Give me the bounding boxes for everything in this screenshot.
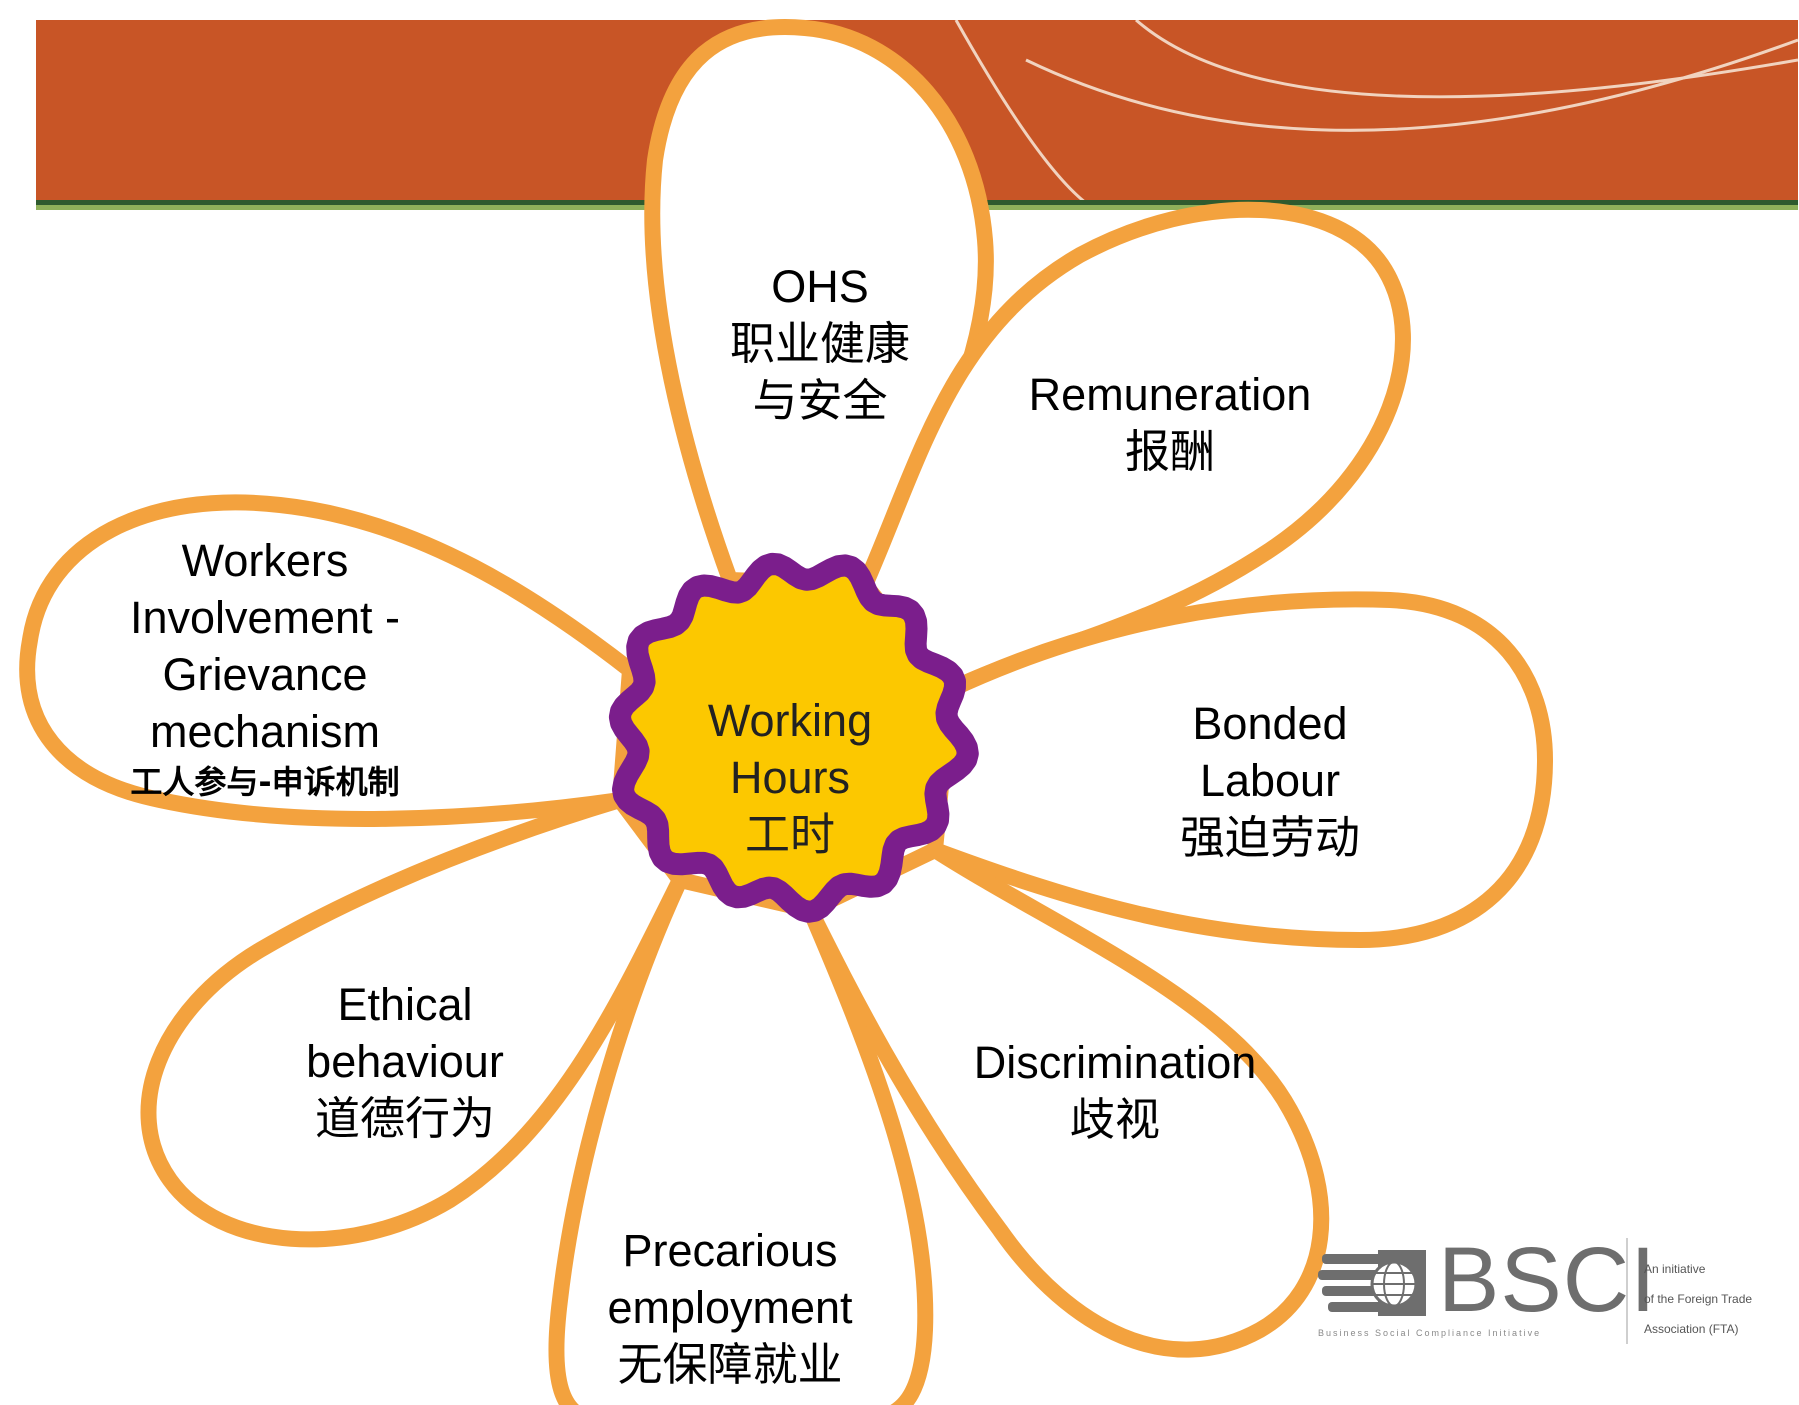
petal-discrimination	[802, 842, 1330, 1358]
label-precarious-zh: 无保障就业	[617, 1338, 843, 1391]
petal-ethical-behaviour	[140, 792, 688, 1248]
label-precarious-en2: employment	[607, 1282, 853, 1333]
label-ohs-en: OHS	[771, 261, 869, 312]
label-ohs-zh2: 与安全	[752, 374, 888, 427]
center-title-line2: Hours	[729, 752, 851, 803]
hand-globe-icon	[1318, 1250, 1426, 1316]
center-label: Working Hours 工时	[670, 692, 910, 863]
petal-precarious-employment	[548, 872, 934, 1405]
logo-wordmark: BSCI	[1438, 1229, 1657, 1331]
center-title-line1: Working	[707, 695, 873, 746]
logo-divider	[1626, 1238, 1628, 1344]
label-discrimination-en: Discrimination	[973, 1037, 1257, 1088]
label-bonded-labour: Bonded Labour 强迫劳动	[1130, 695, 1410, 866]
label-ohs-zh1: 职业健康	[729, 317, 910, 370]
logo-subtitle: Business Social Compliance Initiative	[1318, 1328, 1542, 1338]
label-ethical-en2: behaviour	[306, 1036, 504, 1087]
label-bonded-en1: Bonded	[1192, 698, 1348, 749]
label-precarious-employment: Precarious employment 无保障就业	[580, 1222, 880, 1393]
label-workers-en3: Grievance	[162, 649, 368, 700]
label-remuneration-en: Remuneration	[1028, 369, 1312, 420]
label-workers-en2: Involvement -	[129, 592, 401, 643]
logo-tag-line1: An initiative	[1644, 1262, 1706, 1276]
logo-tag-line3: Association (FTA)	[1644, 1322, 1739, 1336]
center-title-zh: 工时	[744, 808, 835, 861]
label-bonded-en2: Labour	[1199, 755, 1341, 806]
logo-tag-line2: of the Foreign Trade	[1644, 1292, 1753, 1306]
label-workers-involvement: Workers Involvement - Grievance mechanis…	[100, 532, 430, 804]
label-precarious-en1: Precarious	[622, 1225, 838, 1276]
label-remuneration: Remuneration 报酬	[1000, 366, 1340, 480]
label-workers-zh: 工人参与-申诉机制	[130, 763, 400, 801]
label-bonded-zh: 强迫劳动	[1179, 811, 1360, 864]
bsci-logo: BSCI Business Social Compliance Initiati…	[1318, 1230, 1788, 1380]
label-ethical-behaviour: Ethical behaviour 道德行为	[280, 976, 530, 1147]
label-ethical-zh: 道德行为	[314, 1092, 495, 1145]
petal-bonded-labour	[927, 591, 1553, 948]
label-discrimination: Discrimination 歧视	[950, 1034, 1280, 1148]
label-workers-en1: Workers	[181, 535, 349, 586]
label-workers-en4: mechanism	[149, 706, 381, 757]
label-remuneration-zh: 报酬	[1124, 425, 1215, 478]
center-ring	[608, 552, 979, 923]
petal-workers-involvement	[19, 494, 638, 827]
petal-remuneration	[857, 201, 1411, 698]
label-ohs: OHS 职业健康 与安全	[700, 258, 940, 429]
label-ethical-en1: Ethical	[337, 979, 473, 1030]
label-discrimination-zh: 歧视	[1069, 1093, 1160, 1146]
